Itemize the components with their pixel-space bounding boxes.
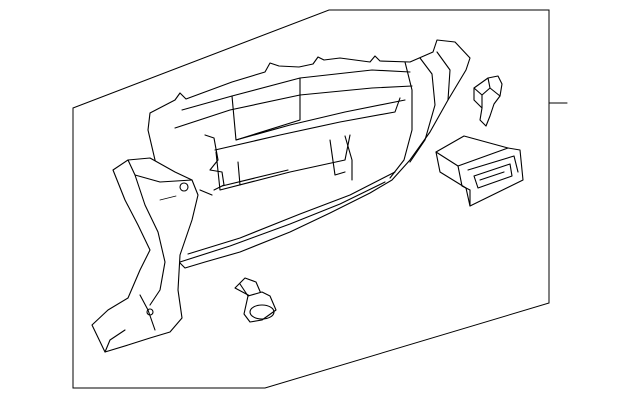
lock-housing-icon (435, 135, 524, 207)
glove-box-icon (91, 39, 471, 353)
latch-icon (473, 75, 503, 127)
bumper-icon (234, 277, 277, 323)
